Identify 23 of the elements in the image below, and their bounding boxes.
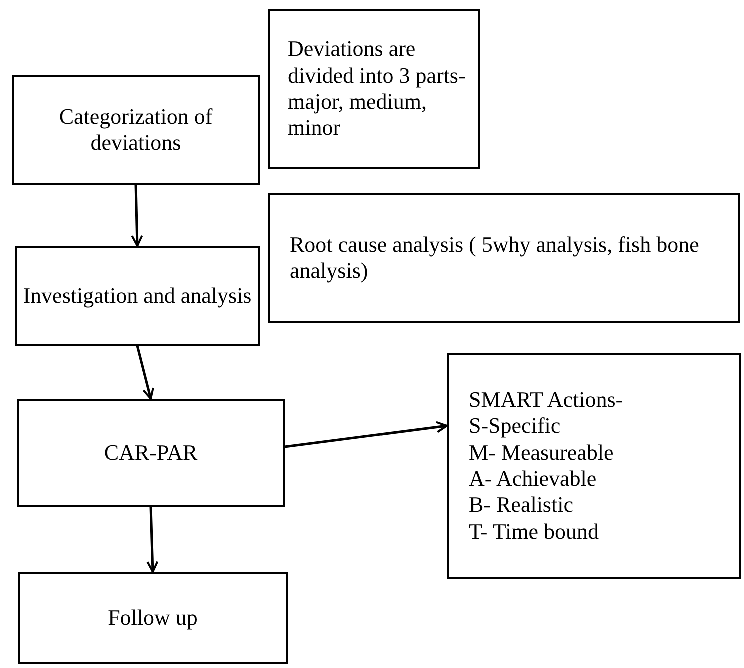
list-line: M- Measureable	[469, 440, 614, 466]
arrow	[136, 346, 154, 400]
box-label: CAR-PAR	[104, 440, 198, 466]
list-line: S-Specific	[469, 413, 561, 440]
box-label: Investigation and analysis	[23, 282, 252, 310]
list-line: T- Time bound	[469, 518, 600, 546]
note-text: Deviations are divided into 3 parts- major, medium, minor	[288, 36, 467, 142]
arrow	[131, 184, 144, 247]
note-box	[268, 193, 740, 323]
arrow	[146, 506, 159, 573]
process-box	[18, 572, 288, 664]
note-text: Root cause analysis ( 5why analysis, fish bone analysis)	[290, 232, 700, 284]
arrow	[284, 421, 448, 448]
box-label: Follow up	[108, 604, 198, 632]
process-box	[17, 399, 285, 507]
list-line: SMART Actions-	[469, 386, 624, 414]
list-line: A- Achievable	[469, 466, 597, 492]
note-box	[447, 353, 741, 579]
process-box	[12, 75, 260, 185]
box-label: Categorization of deviations	[58, 104, 214, 156]
list-line: B- Realistic	[469, 492, 574, 519]
note-box	[268, 9, 480, 169]
process-box	[15, 246, 260, 346]
